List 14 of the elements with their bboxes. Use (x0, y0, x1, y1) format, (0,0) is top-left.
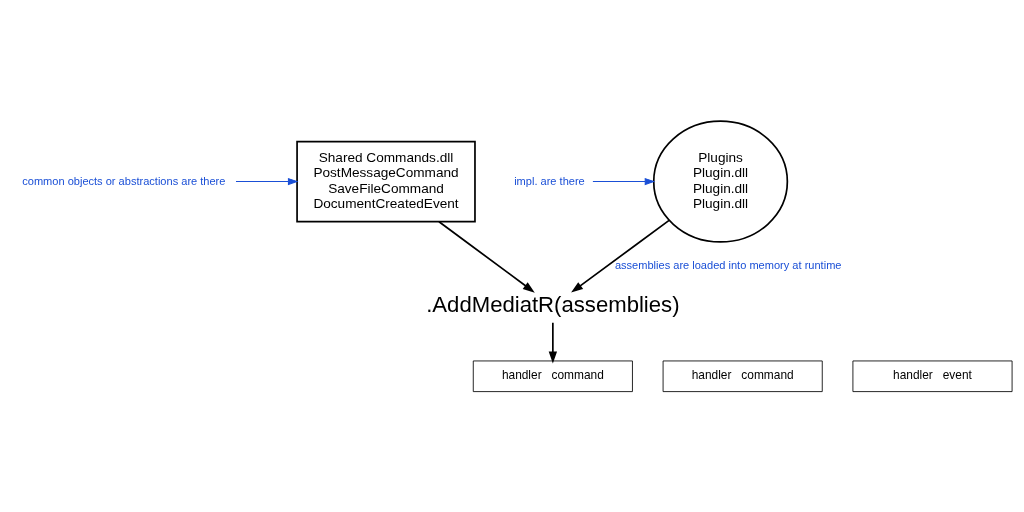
node-text: common objects or abstractions are there (22, 173, 226, 186)
node-text: impl. are there (514, 173, 585, 186)
arrow (592, 177, 656, 185)
arrow (571, 219, 670, 293)
node-box: handler event (852, 360, 1013, 392)
node-box: handler command (472, 360, 633, 392)
node-box: Shared Commands.dll PostMessageCommand SaveFileCommand DocumentCreatedEvent (296, 140, 476, 222)
node-circle: Plugins Plugin.dll Plugin.dll Plugin.dll (652, 119, 789, 243)
arrow (438, 220, 535, 293)
node-box: handler command (662, 360, 823, 392)
arrow (548, 321, 558, 363)
edge-label: assemblies are loaded into memory at runtime (614, 258, 842, 271)
arrow (235, 177, 299, 185)
node-text: .AddMediatR(assemblies) (426, 291, 680, 317)
